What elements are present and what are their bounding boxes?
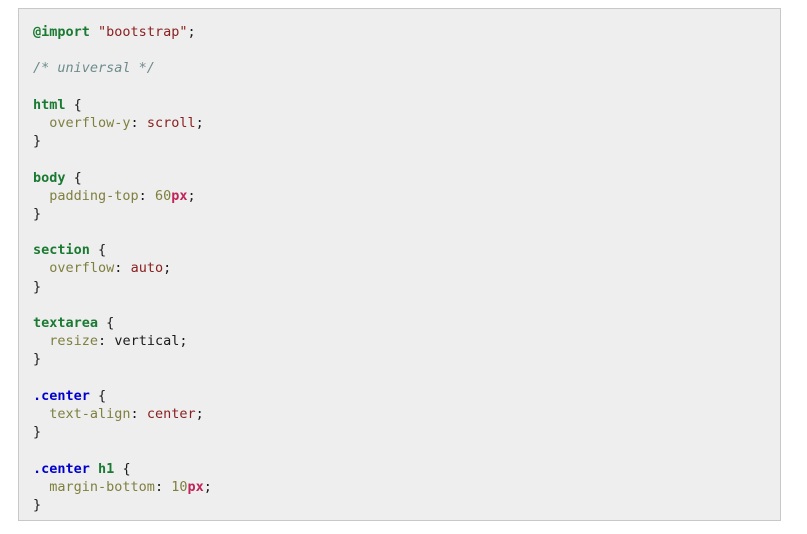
code-token-prop: overflow: [49, 260, 115, 277]
code-token-brace: }: [33, 278, 42, 295]
code-line: @import "bootstrap";: [33, 23, 780, 41]
code-token-brace: {: [98, 315, 115, 331]
code-token-punct: ;: [195, 405, 204, 422]
code-token-element: body: [33, 169, 66, 186]
code-token-atrule: @import: [33, 24, 90, 40]
code-line: [33, 369, 780, 387]
code-token-punct: ;: [203, 478, 212, 495]
code-token-brace: {: [114, 460, 131, 477]
code-line: }: [33, 278, 780, 296]
code-token-comment: /* universal */: [33, 60, 155, 77]
code-line: }: [33, 350, 780, 368]
code-token-unit: px: [187, 478, 204, 495]
code-line: overflow: auto;: [33, 259, 780, 277]
code-token-value: scroll: [146, 114, 196, 131]
code-line: resize: vertical;: [33, 332, 780, 350]
code-token-punct: [33, 260, 49, 276]
code-token-punct: :: [154, 478, 172, 495]
code-line: body {: [33, 169, 780, 187]
code-token-class: .center: [33, 387, 90, 404]
code-token-brace: {: [89, 387, 107, 404]
code-line: /* universal */: [33, 59, 780, 77]
code-token-prop: padding-top: [49, 187, 139, 204]
code-line: .center h1 {: [33, 460, 780, 478]
code-token-brace: }: [33, 205, 42, 222]
code-token-punct: :: [138, 187, 155, 204]
code-token-number: 60: [154, 187, 172, 204]
code-line: [33, 78, 780, 96]
code-token-punct: ;: [187, 187, 196, 204]
code-token-plainval: vertical: [114, 333, 180, 350]
code-line: [33, 296, 780, 314]
code-line: margin-bottom: 10px;: [33, 478, 780, 496]
code-line: [33, 223, 780, 241]
code-token-brace: }: [33, 351, 42, 368]
code-token-punct: :: [130, 114, 147, 131]
code-token-value: center: [146, 405, 196, 422]
code-line: }: [33, 496, 780, 514]
code-token-brace: {: [89, 242, 107, 259]
code-line: html {: [33, 96, 780, 114]
code-line: }: [33, 205, 780, 223]
code-token-brace: }: [33, 424, 42, 441]
code-token-punct: [33, 333, 49, 349]
code-line: [33, 150, 780, 168]
code-token-prop: text-align: [49, 405, 131, 422]
code-block-panel: @import "bootstrap"; /* universal */ htm…: [18, 8, 781, 521]
code-token-prop: overflow-y: [49, 114, 131, 131]
code-token-brace: {: [65, 169, 82, 186]
code-line: overflow-y: scroll;: [33, 114, 780, 132]
code-token-punct: [33, 479, 49, 495]
code-line: }: [33, 423, 780, 441]
code-line: .center {: [33, 387, 780, 405]
code-line: text-align: center;: [33, 405, 780, 423]
code-token-element: textarea: [33, 315, 99, 331]
code-token-punct: ;: [163, 260, 172, 277]
code-token-punct: ;: [187, 24, 196, 40]
code-token-punct: [33, 406, 49, 422]
code-token-punct: ;: [195, 114, 204, 131]
code-token-brace: {: [65, 96, 82, 113]
code-token-punct: :: [98, 333, 115, 350]
code-line: padding-top: 60px;: [33, 187, 780, 205]
code-token-punct: :: [130, 405, 147, 422]
code-line: section {: [33, 241, 780, 259]
code-token-brace: }: [33, 133, 42, 150]
css-source-listing: @import "bootstrap"; /* universal */ htm…: [19, 9, 780, 514]
code-token-punct: [33, 188, 49, 204]
code-token-punct: ;: [179, 333, 188, 350]
code-token-punct: :: [114, 260, 131, 277]
code-token-brace: }: [33, 496, 42, 513]
code-token-prop: margin-bottom: [49, 478, 155, 495]
code-token-punct: [90, 24, 98, 40]
code-token-element: h1: [98, 460, 115, 477]
code-token-punct: [33, 115, 49, 131]
code-line: textarea {: [33, 314, 780, 332]
code-token-punct: [90, 461, 98, 477]
code-token-unit: px: [171, 187, 188, 204]
code-token-prop: resize: [49, 333, 99, 350]
code-line: [33, 41, 780, 59]
code-token-string: "bootstrap": [98, 24, 188, 40]
code-token-element: html: [33, 96, 66, 113]
code-line: [33, 441, 780, 459]
code-token-value: auto: [130, 260, 164, 277]
code-token-class: .center: [33, 460, 90, 477]
code-line: }: [33, 132, 780, 150]
code-token-element: section: [33, 242, 90, 259]
code-token-number: 10: [171, 478, 188, 495]
